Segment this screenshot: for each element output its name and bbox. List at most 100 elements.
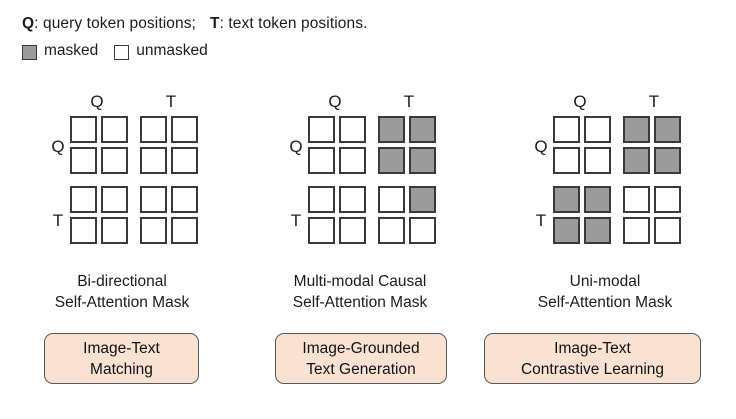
quadrant-qq — [308, 116, 366, 174]
column-header-t: T — [403, 92, 415, 111]
legend-t-key: T — [209, 15, 220, 32]
objective-pill-image-text-matching[interactable]: Image-Text Matching — [44, 333, 199, 384]
mask-grid-row-q — [553, 116, 681, 174]
quadrant-tt — [623, 186, 681, 244]
mask-cell-masked — [409, 186, 436, 213]
row-header-q: Q — [51, 137, 65, 156]
quadrant-qt — [378, 116, 436, 174]
objective-pill-line2: Matching — [90, 360, 153, 378]
mask-cell-masked — [654, 147, 681, 174]
mask-grid-row-t — [553, 186, 681, 244]
mask-cell-masked — [654, 116, 681, 143]
column-header-t: T — [165, 92, 177, 111]
mask-cell-unmasked — [308, 186, 335, 213]
objective-pill-image-grounded-text-generation[interactable]: Image-Grounded Text Generation — [275, 333, 447, 384]
mask-cell-masked — [378, 147, 405, 174]
objective-pill-line1: Image-Text — [83, 339, 160, 357]
quadrant-qq — [553, 116, 611, 174]
mask-cell-unmasked — [70, 147, 97, 174]
mask-cell-unmasked — [553, 116, 580, 143]
mask-cell-unmasked — [70, 186, 97, 213]
mask-cell-unmasked — [339, 116, 366, 143]
mask-cell-unmasked — [140, 147, 167, 174]
objective-pill-line1: Image-Text — [554, 339, 631, 357]
panel-caption-line1: Bi-directional — [77, 273, 167, 290]
panel-caption-line1: Multi-modal Causal — [293, 273, 427, 290]
mask-grid-row-t — [308, 186, 436, 244]
row-headers: Q T — [284, 116, 308, 252]
mask-cell-unmasked — [101, 147, 128, 174]
mask-cell-masked — [378, 116, 405, 143]
mask-panel-multi-modal-causal: Q T Q T Multi-modal Causal Self-Attentio… — [242, 92, 478, 313]
column-headers: Q T — [28, 92, 240, 112]
mask-cell-unmasked — [171, 217, 198, 244]
column-header-q: Q — [90, 92, 104, 111]
objective-pill-line2: Text Generation — [306, 360, 416, 378]
panel-caption-line2: Self-Attention Mask — [537, 294, 673, 311]
panel-caption: Uni-modal Self-Attention Mask — [487, 271, 723, 313]
mask-cell-unmasked — [140, 217, 167, 244]
mask-cell-masked — [409, 116, 436, 143]
legend-t-text: : text token positions. — [219, 15, 368, 32]
masked-swatch-label: masked — [44, 42, 99, 59]
mask-cell-unmasked — [654, 217, 681, 244]
panel-caption-line2: Self-Attention Mask — [292, 294, 428, 311]
attention-mask-matrix: Q T — [4, 116, 240, 252]
objective-pill-line1: Image-Grounded — [302, 339, 420, 357]
attention-mask-matrix: Q T — [242, 116, 478, 252]
mask-cell-unmasked — [378, 217, 405, 244]
mask-cell-masked — [409, 147, 436, 174]
column-header-t: T — [648, 92, 660, 111]
mask-cell-unmasked — [339, 186, 366, 213]
row-headers: Q T — [529, 116, 553, 252]
mask-cell-unmasked — [308, 116, 335, 143]
mask-cell-unmasked — [171, 186, 198, 213]
row-header-q: Q — [534, 137, 548, 156]
mask-cell-unmasked — [308, 217, 335, 244]
mask-grid-row-t — [70, 186, 198, 244]
mask-panel-uni-modal: Q T Q T Uni-modal Self-Attention Mask — [487, 92, 723, 313]
quadrant-tq — [70, 186, 128, 244]
quadrant-tt — [140, 186, 198, 244]
mask-grid-row-q — [70, 116, 198, 174]
mask-cell-unmasked — [584, 116, 611, 143]
mask-cell-masked — [584, 217, 611, 244]
quadrant-tq — [553, 186, 611, 244]
mask-cell-masked — [623, 116, 650, 143]
mask-cell-unmasked — [171, 147, 198, 174]
mask-cell-unmasked — [101, 116, 128, 143]
panel-caption: Multi-modal Causal Self-Attention Mask — [242, 271, 478, 313]
mask-cell-unmasked — [70, 217, 97, 244]
mask-cell-unmasked — [308, 147, 335, 174]
column-headers: Q T — [511, 92, 723, 112]
column-headers: Q T — [266, 92, 478, 112]
quadrant-tq — [308, 186, 366, 244]
mask-cell-unmasked — [409, 217, 436, 244]
masked-swatch-icon — [22, 44, 37, 60]
panel-caption-line2: Self-Attention Mask — [54, 294, 190, 311]
mask-cell-masked — [584, 186, 611, 213]
row-headers: Q T — [46, 116, 70, 252]
mask-cell-unmasked — [339, 147, 366, 174]
column-header-q: Q — [328, 92, 342, 111]
mask-cell-unmasked — [339, 217, 366, 244]
column-header-q: Q — [573, 92, 587, 111]
panel-caption-line1: Uni-modal — [569, 273, 641, 290]
mask-cell-unmasked — [623, 217, 650, 244]
mask-cell-unmasked — [171, 116, 198, 143]
quadrant-qt — [623, 116, 681, 174]
mask-cell-unmasked — [553, 147, 580, 174]
mask-cell-unmasked — [140, 186, 167, 213]
mask-grid — [308, 116, 436, 244]
mask-cell-masked — [553, 186, 580, 213]
unmasked-swatch-icon — [114, 44, 130, 60]
mask-cell-masked — [553, 217, 580, 244]
legend: Q: query token positions;T: text token p… — [22, 14, 722, 61]
mask-cell-unmasked — [654, 186, 681, 213]
mask-cell-unmasked — [140, 116, 167, 143]
mask-panel-bi-directional: Q T Q T Bi-directional Self-Attention Ma… — [4, 92, 240, 313]
mask-cell-masked — [623, 147, 650, 174]
objective-pill-image-text-contrastive-learning[interactable]: Image-Text Contrastive Learning — [484, 333, 701, 384]
mask-cell-unmasked — [623, 186, 650, 213]
quadrant-qq — [70, 116, 128, 174]
